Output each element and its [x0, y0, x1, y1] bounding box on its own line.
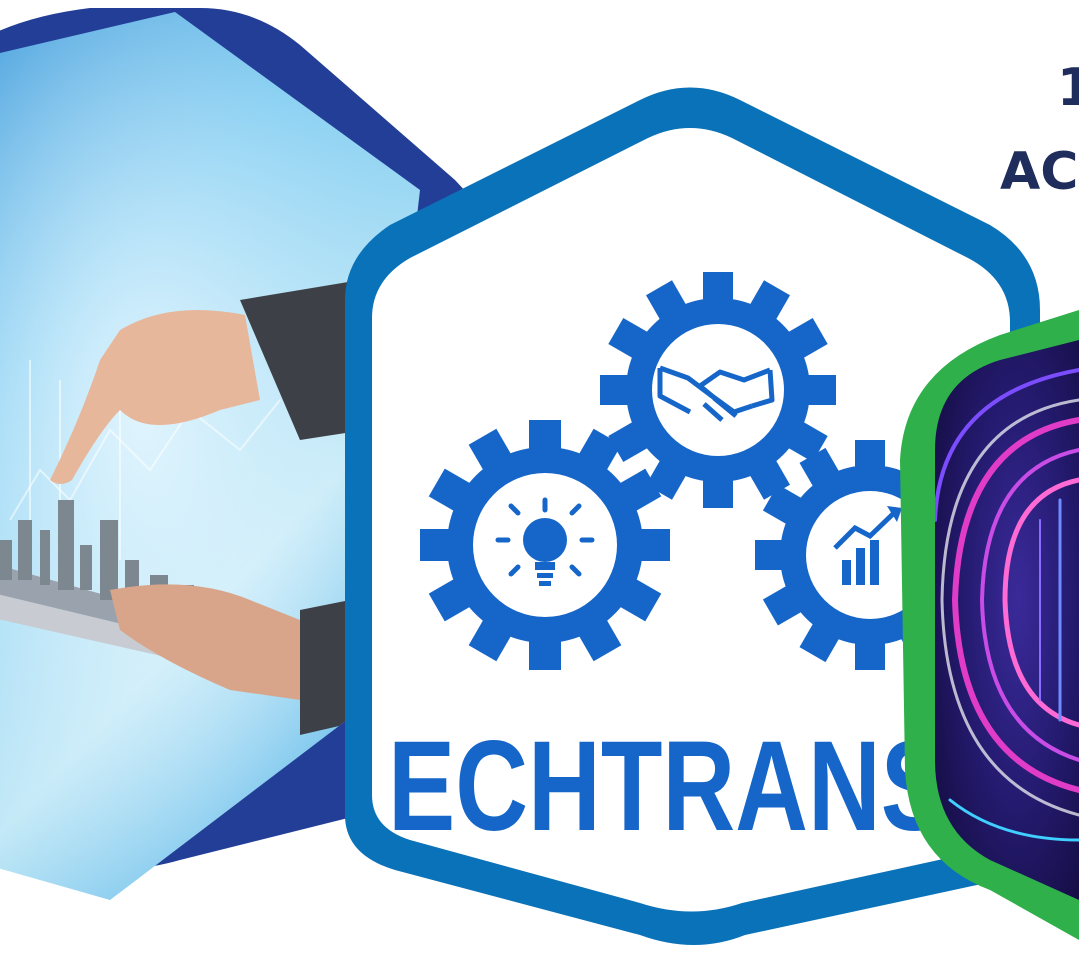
hex-center-interior — [372, 128, 1010, 912]
neon-light-tunnel-image — [935, 340, 1079, 900]
growth-chart-icon — [833, 506, 902, 585]
handshake-icon — [657, 365, 775, 422]
heading-line-1: 1 — [1057, 58, 1079, 118]
gear-panel-caption: ECHTRANS — [388, 715, 948, 858]
heading-line-2: AC — [1000, 142, 1079, 202]
lightbulb-icon — [495, 497, 595, 586]
